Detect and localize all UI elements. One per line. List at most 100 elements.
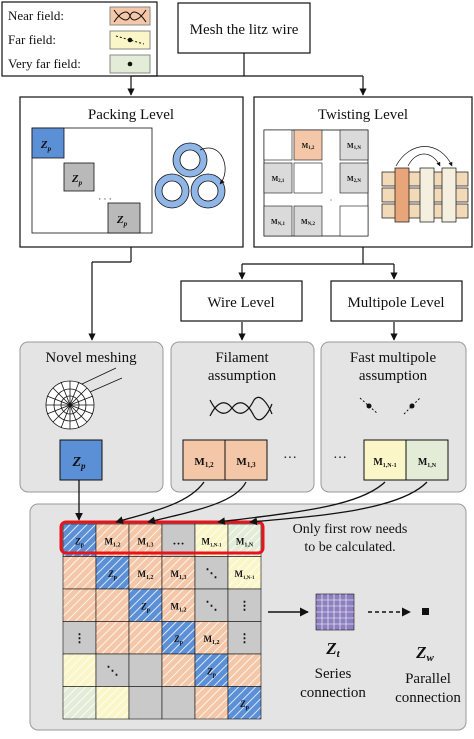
matrix-cell bbox=[128, 653, 163, 687]
parallel-label-2: connection bbox=[395, 690, 461, 706]
novel-meshing-panel: Novel meshing Zp bbox=[19, 341, 164, 493]
matrix-cell-label: ⋱ bbox=[107, 663, 119, 677]
matrix-cell bbox=[161, 653, 196, 687]
matrix-cell bbox=[194, 653, 229, 687]
mesh-litz-wire-label: Mesh the litz wire bbox=[190, 22, 299, 38]
matrix-cell-label: Zp bbox=[206, 666, 217, 678]
matrix-cell-label: Zp bbox=[74, 536, 85, 548]
matrix-cell-label: ⋮ bbox=[239, 631, 251, 645]
top-connectors bbox=[127, 53, 367, 96]
matrix-cell bbox=[62, 588, 97, 622]
matrix-cell-label: … bbox=[173, 533, 185, 547]
filament-cell-m13 bbox=[224, 439, 268, 481]
filament-title-1: Filament bbox=[215, 350, 269, 366]
svg-text:MN,1: MN,1 bbox=[271, 218, 285, 227]
fast-multipole-panel: Fast multipole assumption ··· M1,N-1 M1,… bbox=[320, 341, 467, 493]
svg-text:M2,N: M2,N bbox=[347, 175, 361, 184]
packing-zp-1-sub: p bbox=[47, 145, 52, 153]
matrix-cell-label: M1,2 bbox=[171, 601, 187, 613]
matrix-cell bbox=[227, 588, 262, 622]
twisting-cell-m1n bbox=[339, 129, 369, 161]
matrix-note-line-1: Only first row needs bbox=[293, 522, 408, 537]
matrix-cell bbox=[194, 556, 229, 590]
matrix-cell bbox=[227, 686, 262, 720]
matrix-cell bbox=[62, 653, 97, 687]
svg-text:Zp: Zp bbox=[71, 455, 86, 471]
svg-text:M1,3: M1,3 bbox=[236, 456, 256, 469]
matrix-cell bbox=[95, 588, 130, 622]
zt-grid-icon bbox=[315, 593, 355, 631]
twisted-bundle-icon bbox=[381, 146, 469, 223]
twisting-level-box: Twisting Level M1,2 M1,N M2,1 M2,N MN,1 … bbox=[253, 96, 473, 248]
matrix-cell-label: Zp bbox=[107, 569, 118, 581]
legend-very-far-label: Very far field: bbox=[8, 56, 81, 71]
matrix-cell bbox=[161, 621, 196, 655]
packing-level-title: Packing Level bbox=[88, 107, 174, 123]
matrix-cell-label: M1,3 bbox=[138, 536, 154, 548]
twisted-filament-icon bbox=[113, 9, 147, 23]
zw-label: Z bbox=[415, 643, 426, 662]
matrix-cell bbox=[95, 686, 130, 720]
matrix-cell-label: M1,3 bbox=[171, 569, 187, 581]
first-row-highlight bbox=[59, 520, 265, 555]
matrix-cell bbox=[95, 653, 130, 687]
zw-sub: w bbox=[427, 652, 435, 664]
packing-level-box: Packing Level Zp Zp · · · Zp bbox=[19, 96, 244, 248]
wire-level-box bbox=[180, 280, 303, 322]
twisting-level-title: Twisting Level bbox=[318, 107, 408, 123]
packing-zp-2-sub: p bbox=[78, 179, 83, 187]
matrix-cell bbox=[194, 686, 229, 720]
twisting-cell-mn1 bbox=[263, 205, 293, 237]
strand-rings-icon bbox=[154, 142, 226, 209]
packing-dots: · · · bbox=[98, 194, 112, 204]
matrix-cell-label: ⋮ bbox=[239, 598, 251, 612]
matrix-cell-label: M1,2 bbox=[105, 536, 121, 548]
matrix-cell bbox=[128, 621, 163, 655]
matrix-cell-label: Zp bbox=[239, 699, 250, 711]
svg-text:MN,2: MN,2 bbox=[301, 218, 315, 227]
svg-text:Zt: Zt bbox=[325, 639, 340, 660]
multipole-level-label: Multipole Level bbox=[347, 295, 444, 311]
twisting-cell-m2n bbox=[339, 162, 369, 194]
matrix-cell bbox=[227, 556, 262, 590]
matrix-cell bbox=[194, 523, 229, 557]
matrix-cell-label: M1,2 bbox=[204, 634, 220, 646]
wire-level-label: Wire Level bbox=[207, 295, 274, 311]
matrix-cell bbox=[95, 556, 130, 590]
matrix-cell-label: M1,N-1 bbox=[234, 569, 255, 581]
matrix-cell-label: M1,N bbox=[236, 536, 254, 548]
zt-label: Z bbox=[325, 639, 336, 658]
twisting-cell-m12 bbox=[293, 129, 323, 161]
svg-text:Zw: Zw bbox=[415, 643, 434, 664]
multipole-level-box bbox=[330, 280, 463, 322]
svg-text:M1,N: M1,N bbox=[418, 457, 437, 469]
matrix-cell bbox=[95, 621, 130, 655]
zw-cell-icon bbox=[422, 608, 429, 615]
fast-multipole-cell-m1n bbox=[405, 439, 449, 481]
svg-text:M1,N-1: M1,N-1 bbox=[373, 457, 396, 469]
packing-zp-cell-1 bbox=[31, 127, 65, 159]
fast-multipole-cell-m1n-1 bbox=[363, 439, 407, 481]
series-label-1: Series bbox=[315, 666, 352, 682]
svg-text:·: · bbox=[330, 196, 333, 205]
packing-zp-2: Z bbox=[71, 173, 79, 185]
matrix-cell bbox=[62, 556, 97, 590]
matrix-cell bbox=[161, 686, 196, 720]
matrix-cell bbox=[161, 523, 196, 557]
legend: Near field: Far field: Very far field: bbox=[1, 1, 158, 77]
packing-zp-cell-3 bbox=[107, 202, 141, 234]
packing-zp-cell-2 bbox=[63, 162, 95, 192]
fast-multipole-title-1: Fast multipole bbox=[350, 350, 437, 366]
twisting-cell-mn2 bbox=[293, 205, 323, 237]
packing-zp-3-sub: p bbox=[123, 220, 128, 228]
filament-panel: Filament assumption M1,2 M1,3 ··· bbox=[170, 341, 315, 493]
matrix-cell bbox=[62, 621, 97, 655]
row-feed-arrows bbox=[75, 480, 428, 526]
packing-zp-3: Z bbox=[116, 214, 124, 226]
matrix-cell-label: M1,N-1 bbox=[201, 536, 222, 548]
novel-meshing-zp-cell bbox=[59, 439, 103, 481]
matrix-cell bbox=[227, 523, 262, 557]
filament-twist-icon bbox=[209, 396, 273, 421]
